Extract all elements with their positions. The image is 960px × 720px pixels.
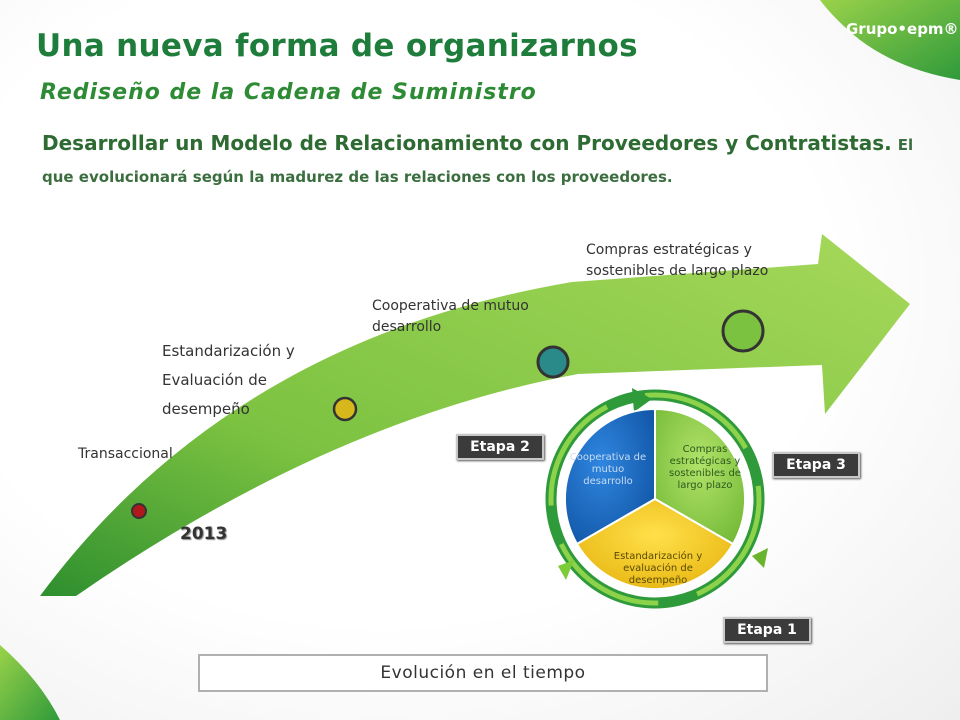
- stage-label-cooperativa: Cooperativa de mutuo desarrollo: [372, 298, 529, 335]
- time-evolution-label: Evolución en el tiempo: [198, 654, 768, 692]
- page-subtitle: Rediseño de la Cadena de Suministro: [40, 80, 537, 105]
- headline: Desarrollar un Modelo de Relacionamiento…: [42, 128, 922, 192]
- stage-label-estandarizacion: Estandarización y Evaluación de desempeñ…: [162, 342, 295, 418]
- stage-dot-transaccional: [131, 503, 147, 519]
- corner-decoration-top-right: [820, 0, 960, 80]
- year-label: 2013: [180, 524, 228, 544]
- cycle-arrow-head-top: [632, 388, 652, 412]
- evolution-arrow: [40, 234, 910, 596]
- cycle-arrow-head-left: [558, 560, 574, 580]
- corner-decoration-bottom-left: [0, 645, 60, 720]
- stage-dot-compras: [721, 309, 765, 353]
- segment-label-estandarizacion: Estandarización y evaluación de desempeñ…: [613, 551, 703, 586]
- cycle-arrow-head-right: [752, 548, 768, 568]
- segment-compras: [654, 407, 747, 546]
- segment-estandarizacion: [575, 497, 735, 591]
- headline-note: El que evolucionará según la madurez de …: [42, 136, 914, 186]
- stage-label-compras: Compras estratégicas y sostenibles de la…: [586, 242, 769, 279]
- segment-label-cooperativa: Cooperativa de mutuo desarrollo: [569, 452, 647, 487]
- segment-cooperativa: [563, 407, 656, 546]
- stage-dot-cooperativa: [536, 345, 570, 379]
- etapa-1-tag: Etapa 1: [723, 617, 811, 643]
- stage-dot-estandarizacion: [332, 396, 358, 422]
- etapa-3-tag: Etapa 3: [772, 452, 860, 478]
- page-title: Una nueva forma de organizarnos: [36, 28, 638, 64]
- etapa-2-tag: Etapa 2: [456, 434, 544, 460]
- headline-main: Desarrollar un Modelo de Relacionamiento…: [42, 131, 892, 155]
- stage-label-transaccional: Transaccional: [78, 446, 173, 462]
- grupo-epm-logo: Grupo•epm®: [846, 20, 959, 38]
- segment-label-compras: Compras estratégicas y sostenibles de la…: [669, 444, 741, 491]
